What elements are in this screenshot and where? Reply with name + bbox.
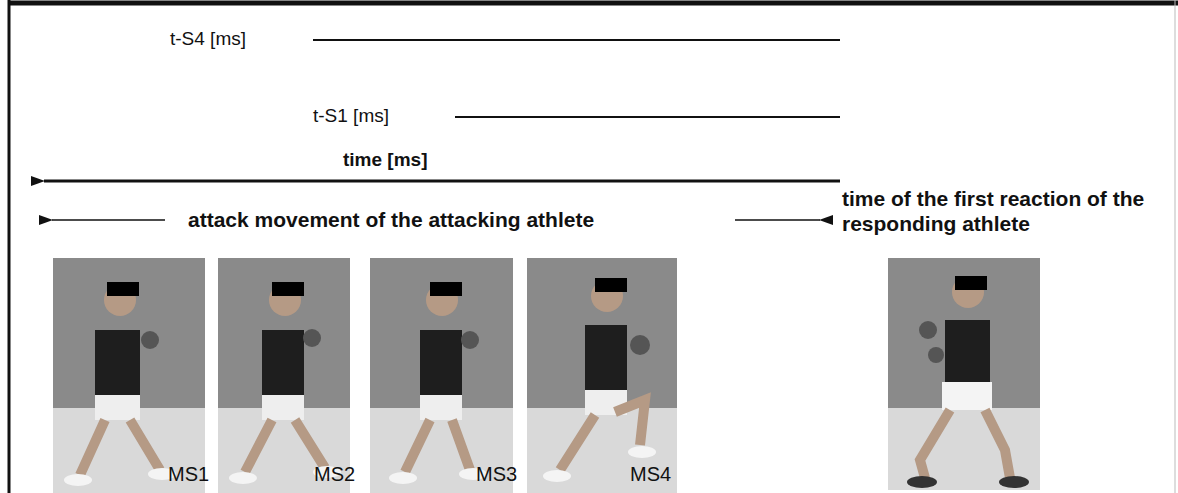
photo-ms1 bbox=[53, 258, 205, 493]
phase-label: MS3 bbox=[476, 462, 517, 486]
time-axis-arrow bbox=[44, 180, 840, 183]
photo-ms3 bbox=[370, 258, 513, 493]
reaction-label: time of the first reaction of the respon… bbox=[842, 186, 1168, 236]
attack-span-arrow-left bbox=[52, 219, 165, 221]
t-s4-line bbox=[313, 39, 840, 41]
timing-label: t-S1 [ms] bbox=[313, 105, 389, 128]
photo-responding-athlete bbox=[888, 258, 1040, 490]
attack-span-arrow-right bbox=[735, 219, 820, 221]
axis-label: time [ms] bbox=[343, 149, 427, 172]
photo-ms2 bbox=[218, 258, 350, 493]
photo-ms4 bbox=[527, 258, 677, 493]
phase-label: MS4 bbox=[630, 462, 671, 486]
span-label: attack movement of the attacking athlete bbox=[188, 207, 594, 232]
frame-right bbox=[1175, 0, 1176, 493]
t-s1-line bbox=[455, 116, 840, 118]
phase-label: MS1 bbox=[168, 462, 209, 486]
timing-label: t-S4 [ms] bbox=[170, 28, 246, 51]
frame-left bbox=[8, 0, 11, 493]
phase-label: MS2 bbox=[314, 462, 355, 486]
frame-top bbox=[8, 1, 1178, 6]
